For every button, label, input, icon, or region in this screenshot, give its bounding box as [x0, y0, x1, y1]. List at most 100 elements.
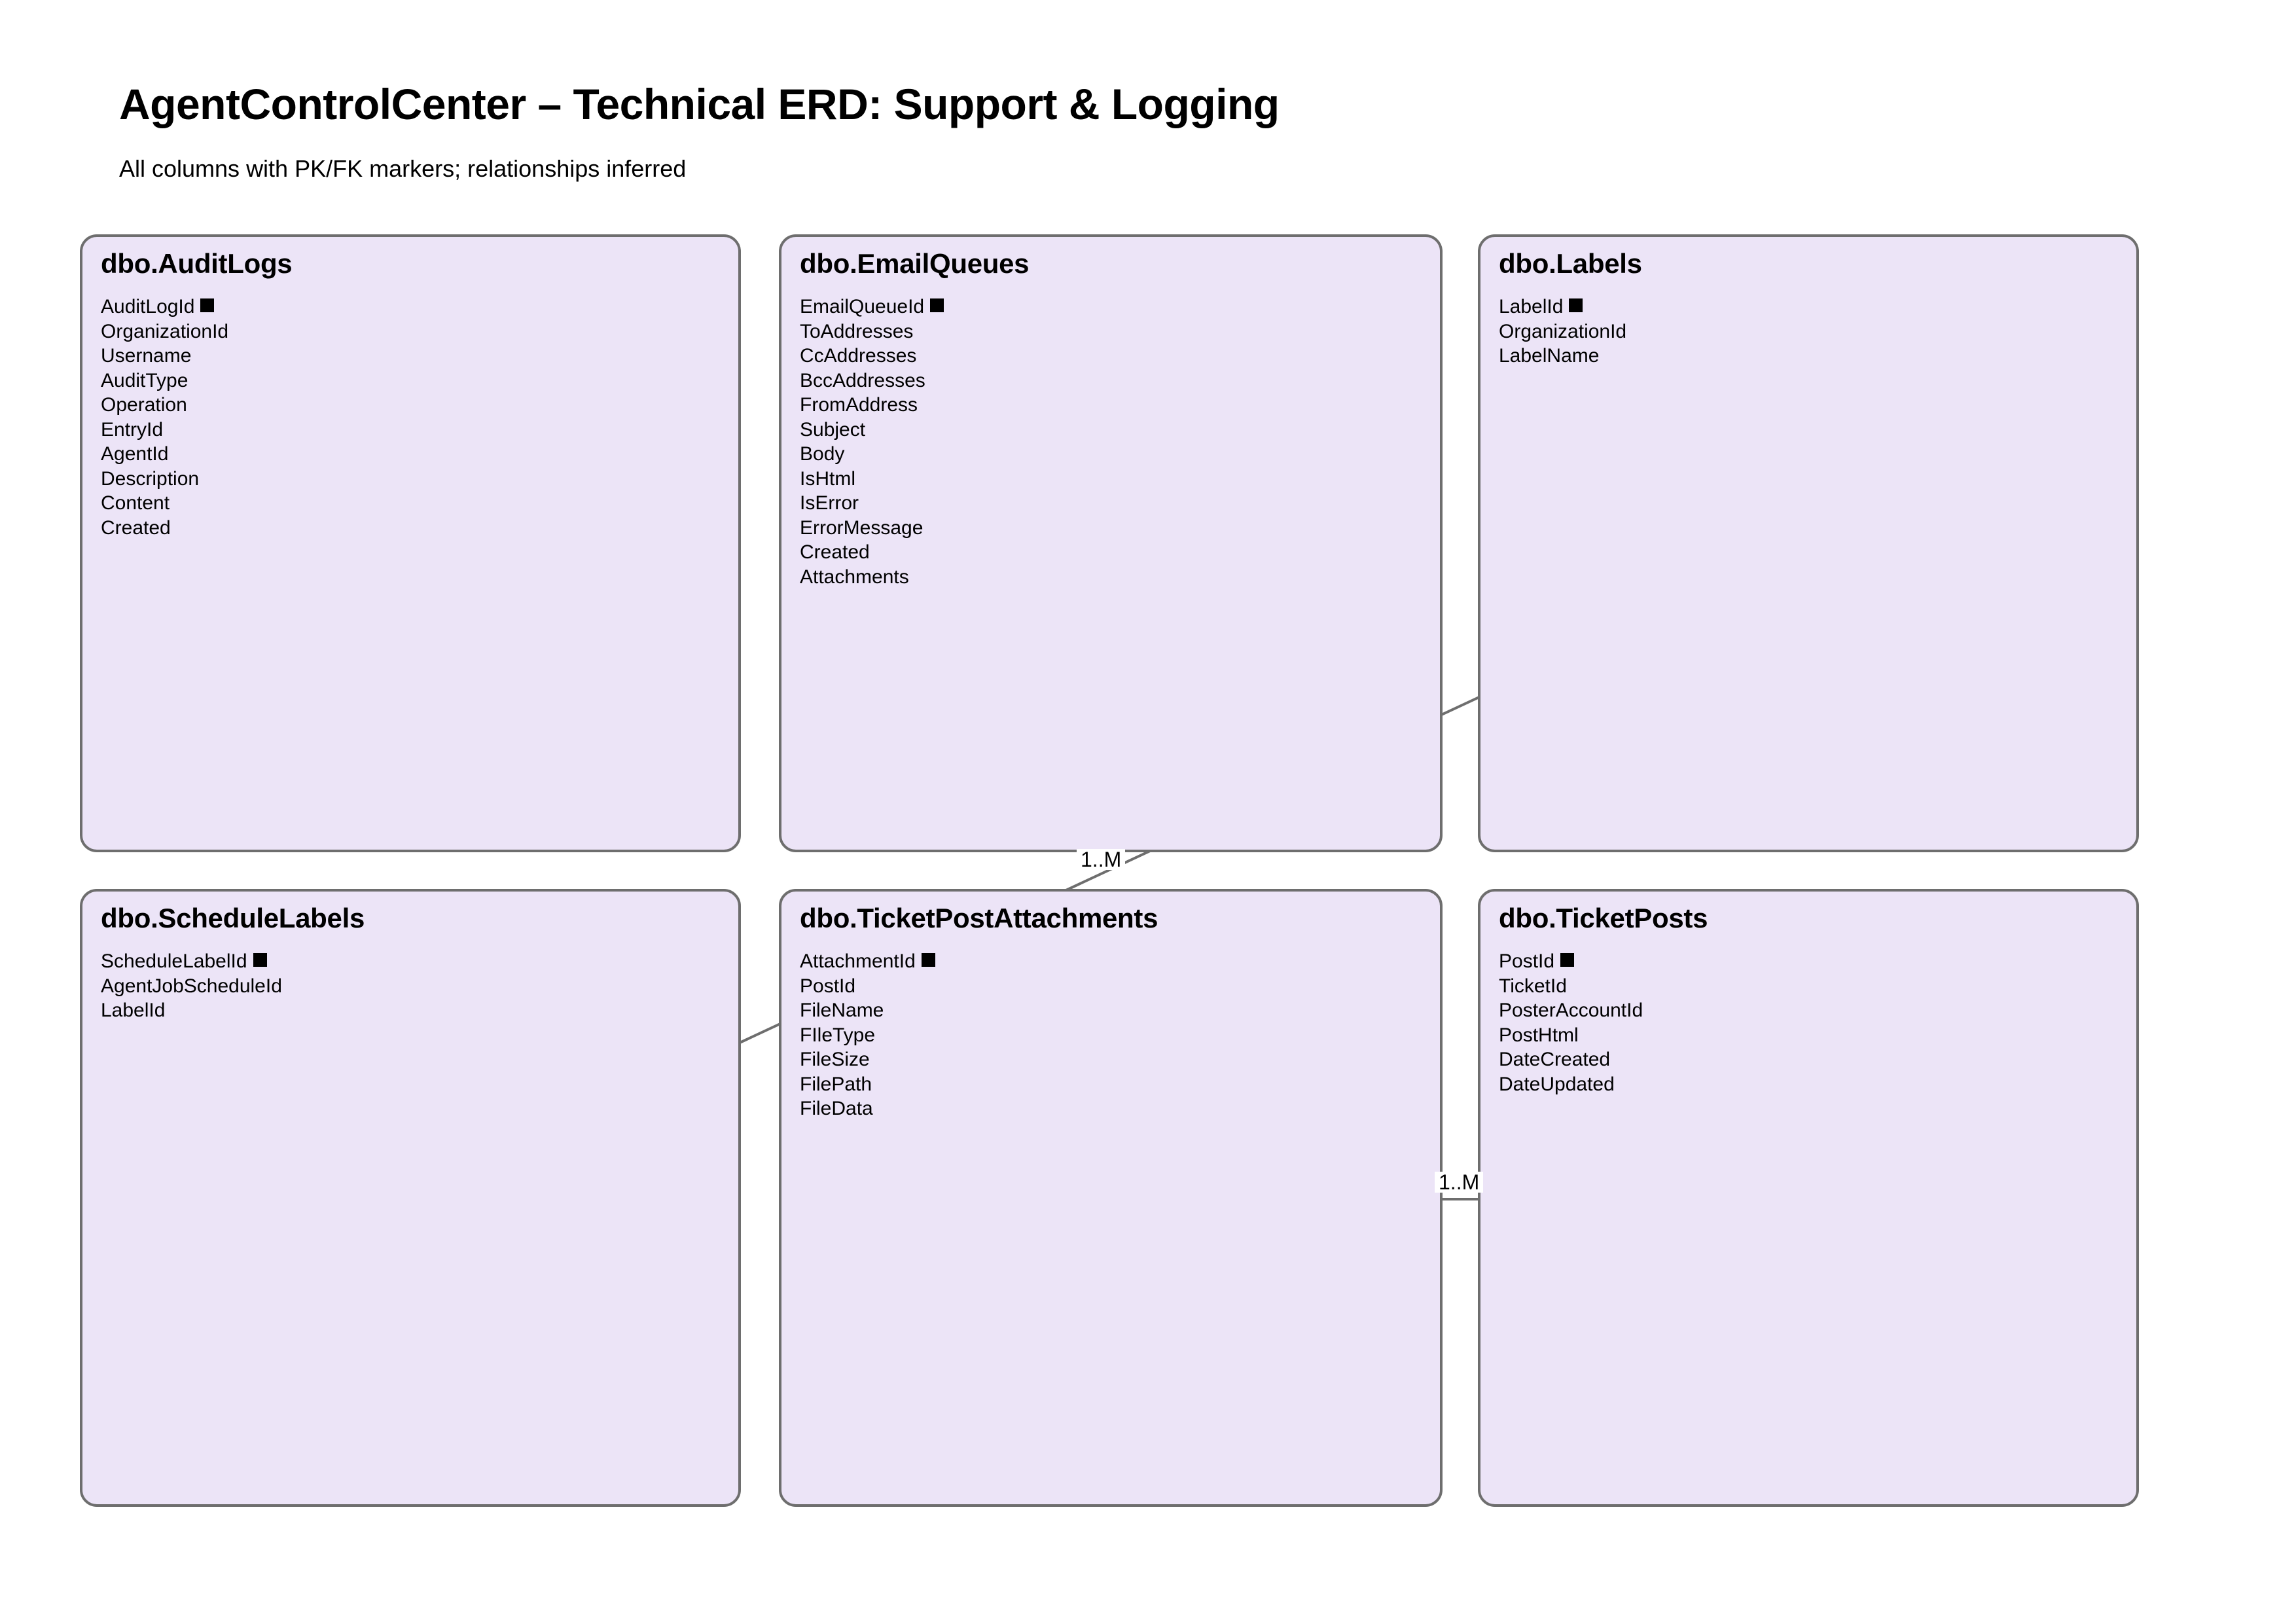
- column-row-pk: EmailQueueId: [800, 295, 1429, 319]
- column-name: EmailQueueId: [800, 296, 925, 317]
- column-row: CcAddresses: [800, 344, 1429, 369]
- column-row: PostHtml: [1499, 1023, 2126, 1048]
- column-row: Subject: [800, 418, 1429, 442]
- column-name: LabelId: [1499, 296, 1564, 317]
- column-row: FIleType: [800, 1023, 1429, 1048]
- column-name: Content: [101, 492, 170, 514]
- column-name: Created: [800, 541, 870, 563]
- column-name: Created: [101, 516, 171, 539]
- column-name: BccAddresses: [800, 369, 925, 391]
- column-name: AgentJobScheduleId: [101, 975, 282, 997]
- column-name: DateUpdated: [1499, 1073, 1615, 1095]
- column-name: PosterAccountId: [1499, 1000, 1643, 1021]
- column-name: Username: [101, 345, 192, 367]
- column-name: FilePath: [800, 1073, 872, 1095]
- column-name: CcAddresses: [800, 345, 917, 367]
- column-row: FileSize: [800, 1047, 1429, 1072]
- page-subtitle: All columns with PK/FK markers; relation…: [119, 155, 687, 182]
- column-row: PosterAccountId: [1499, 998, 2126, 1023]
- entity-title: dbo.Labels: [1499, 248, 1642, 279]
- column-name: FileData: [800, 1098, 873, 1119]
- column-row: IsError: [800, 491, 1429, 516]
- column-row: Description: [101, 467, 728, 492]
- primary-key-icon: [930, 298, 944, 312]
- entity-title: dbo.EmailQueues: [800, 248, 1030, 279]
- column-row: OrganizationId: [101, 319, 728, 344]
- column-row: Body: [800, 442, 1429, 467]
- column-row: ToAddresses: [800, 319, 1429, 344]
- column-row: Attachments: [800, 565, 1429, 590]
- primary-key-icon: [1569, 298, 1583, 312]
- primary-key-icon: [921, 953, 935, 967]
- column-name: AuditLogId: [101, 296, 195, 317]
- column-name: PostHtml: [1499, 1024, 1579, 1046]
- column-name: DateCreated: [1499, 1049, 1611, 1070]
- column-name: FileSize: [800, 1049, 870, 1070]
- column-row: FromAddress: [800, 393, 1429, 418]
- entity-title: dbo.AuditLogs: [101, 248, 293, 279]
- page-title: AgentControlCenter – Technical ERD: Supp…: [119, 80, 1280, 128]
- column-name: PostId: [1499, 950, 1555, 972]
- column-row: LabelName: [1499, 344, 2126, 369]
- column-name: EntryId: [101, 418, 164, 441]
- column-row: Created: [800, 540, 1429, 565]
- column-name: OrganizationId: [101, 320, 229, 342]
- column-row: BccAddresses: [800, 369, 1429, 393]
- column-name: IsError: [800, 492, 859, 514]
- column-row: ErrorMessage: [800, 516, 1429, 541]
- column-name: FromAddress: [800, 394, 918, 416]
- column-row: LabelId: [101, 998, 728, 1023]
- column-row: Content: [101, 491, 728, 516]
- primary-key-icon: [200, 298, 215, 312]
- column-row: Created: [101, 516, 728, 541]
- column-row: FilePath: [800, 1072, 1429, 1097]
- column-row-pk: LabelId: [1499, 295, 2126, 319]
- column-row: OrganizationId: [1499, 319, 2126, 344]
- column-name: LabelName: [1499, 345, 1600, 367]
- column-name: ToAddresses: [800, 320, 914, 342]
- column-row-pk: AttachmentId: [800, 949, 1429, 974]
- entity-title: dbo.TicketPosts: [1499, 903, 1708, 933]
- column-row: AgentJobScheduleId: [101, 974, 728, 999]
- column-row: FileData: [800, 1096, 1429, 1121]
- column-name: TicketId: [1499, 975, 1567, 997]
- relationship-cardinality-label: 1..M: [1077, 849, 1126, 870]
- relationship-cardinality-label: 1..M: [1435, 1172, 1484, 1193]
- column-row: EntryId: [101, 418, 728, 442]
- column-row: DateUpdated: [1499, 1072, 2126, 1097]
- column-name: IsHtml: [800, 467, 855, 490]
- column-name: Body: [800, 443, 845, 465]
- column-row: TicketId: [1499, 974, 2126, 999]
- column-row: Username: [101, 344, 728, 369]
- column-row: PostId: [800, 974, 1429, 999]
- column-row-pk: ScheduleLabelId: [101, 949, 728, 974]
- primary-key-icon: [1560, 953, 1575, 967]
- column-name: AttachmentId: [800, 950, 916, 972]
- primary-key-icon: [253, 953, 267, 967]
- column-row: FileName: [800, 998, 1429, 1023]
- column-name: FIleType: [800, 1024, 876, 1046]
- entity-title: dbo.ScheduleLabels: [101, 903, 365, 933]
- column-name: ErrorMessage: [800, 516, 924, 539]
- column-name: Description: [101, 467, 200, 490]
- column-name: LabelId: [101, 1000, 166, 1021]
- column-row-pk: AuditLogId: [101, 295, 728, 319]
- column-name: AgentId: [101, 443, 169, 465]
- column-row: Operation: [101, 393, 728, 418]
- column-name: AuditType: [101, 369, 188, 391]
- column-name: PostId: [800, 975, 856, 997]
- column-name: Operation: [101, 394, 187, 416]
